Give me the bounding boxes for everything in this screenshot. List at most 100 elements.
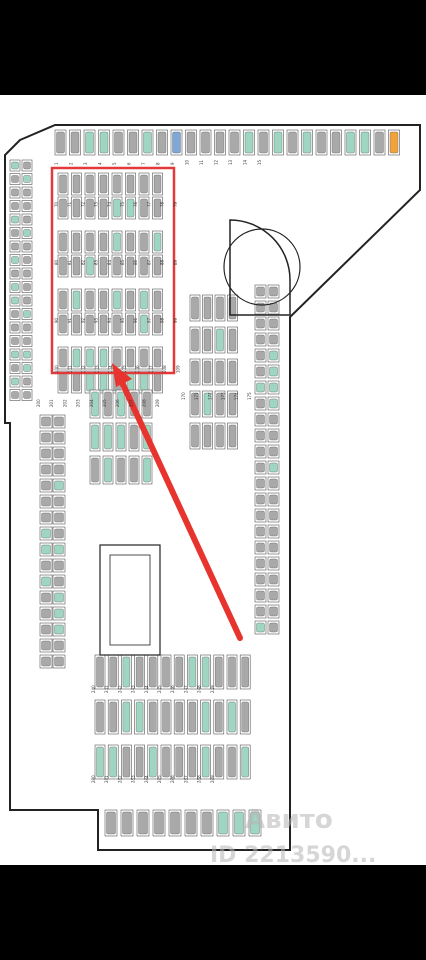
car-icon	[269, 622, 278, 633]
car-icon	[228, 701, 236, 733]
spot-number: 78	[160, 201, 165, 207]
car-icon	[41, 624, 51, 635]
car-icon	[99, 348, 108, 368]
car-icon	[122, 701, 131, 733]
spot-number: 14	[243, 159, 248, 165]
car-icon	[288, 131, 297, 154]
car-icon	[86, 232, 94, 252]
car-icon	[11, 229, 19, 237]
car-icon	[170, 811, 180, 835]
car-icon	[269, 286, 278, 297]
spot-number: 3	[83, 162, 88, 165]
spot-number: 75	[120, 201, 125, 207]
car-icon	[135, 701, 144, 733]
car-icon	[91, 424, 99, 450]
car-icon	[228, 360, 237, 384]
spot-number: 244	[144, 685, 149, 693]
spot-number: 70	[54, 201, 59, 207]
car-icon	[41, 416, 51, 427]
car-icon	[256, 542, 265, 553]
spot-number: 102	[81, 365, 86, 373]
car-icon	[59, 290, 67, 310]
car-icon	[54, 592, 64, 603]
spot-number: 248	[197, 685, 202, 693]
car-icon	[256, 318, 265, 329]
spot-number: 2	[69, 162, 74, 165]
car-icon	[54, 656, 64, 667]
car-icon	[113, 198, 121, 218]
car-icon	[162, 701, 170, 733]
car-icon	[41, 480, 51, 491]
pointer-arrow	[117, 375, 243, 641]
spot-number: 91	[67, 317, 72, 323]
spot-number: 285	[157, 775, 162, 783]
car-icon	[59, 348, 67, 368]
car-icon	[11, 391, 19, 399]
car-icon	[109, 701, 117, 733]
car-icon	[228, 424, 237, 448]
car-icon	[54, 608, 64, 619]
spot-number: 284	[144, 775, 149, 783]
car-icon	[153, 174, 162, 194]
car-icon	[269, 382, 278, 393]
car-icon	[23, 364, 31, 372]
spot-number: 175	[247, 392, 252, 400]
car-icon	[244, 131, 254, 154]
car-icon	[41, 448, 51, 459]
spot-number: 97	[146, 317, 151, 323]
car-icon	[250, 811, 260, 835]
car-icon	[54, 416, 64, 427]
car-icon	[191, 392, 199, 416]
car-icon	[23, 310, 31, 318]
car-icon	[269, 526, 278, 537]
car-icon	[241, 746, 249, 778]
car-icon	[130, 457, 138, 483]
car-icon	[23, 323, 31, 332]
car-icon	[99, 290, 108, 310]
car-icon	[269, 558, 278, 569]
car-icon	[54, 528, 64, 539]
spot-number: 240	[91, 685, 96, 693]
car-icon	[234, 811, 244, 835]
car-icon	[256, 350, 265, 361]
car-icon	[54, 464, 64, 475]
car-icon	[23, 161, 31, 170]
car-icon	[228, 746, 236, 778]
car-icon	[256, 494, 265, 505]
car-icon	[11, 337, 19, 345]
car-icon	[86, 256, 94, 276]
car-icon	[23, 229, 31, 237]
spot-number: 246	[170, 685, 175, 693]
car-icon	[54, 624, 64, 635]
spot-number: 90	[54, 317, 59, 323]
spot-number: 86	[133, 259, 138, 265]
car-icon	[54, 432, 64, 443]
spot-number: 7	[141, 162, 146, 165]
spot-number: 247	[183, 685, 188, 693]
spot-number: 15	[257, 159, 262, 165]
spot-number: 100	[54, 365, 59, 373]
car-icon	[96, 746, 104, 778]
car-icon	[269, 462, 278, 473]
car-icon	[59, 372, 67, 392]
car-icon	[256, 430, 265, 441]
car-icon	[140, 256, 148, 276]
spot-number: 209	[155, 399, 160, 407]
car-icon	[72, 174, 81, 194]
car-icon	[256, 574, 265, 585]
car-icon	[54, 480, 64, 491]
car-icon	[23, 337, 31, 345]
car-icon	[23, 391, 31, 399]
car-icon	[215, 701, 223, 733]
car-icon	[143, 131, 152, 154]
car-icon	[218, 811, 228, 835]
car-icon	[11, 175, 19, 183]
car-icon	[122, 656, 131, 688]
car-icon	[269, 318, 278, 329]
car-icon	[72, 348, 81, 368]
car-icon	[109, 746, 117, 778]
watermark-text: Авито	[245, 805, 333, 835]
car-icon	[143, 457, 151, 483]
